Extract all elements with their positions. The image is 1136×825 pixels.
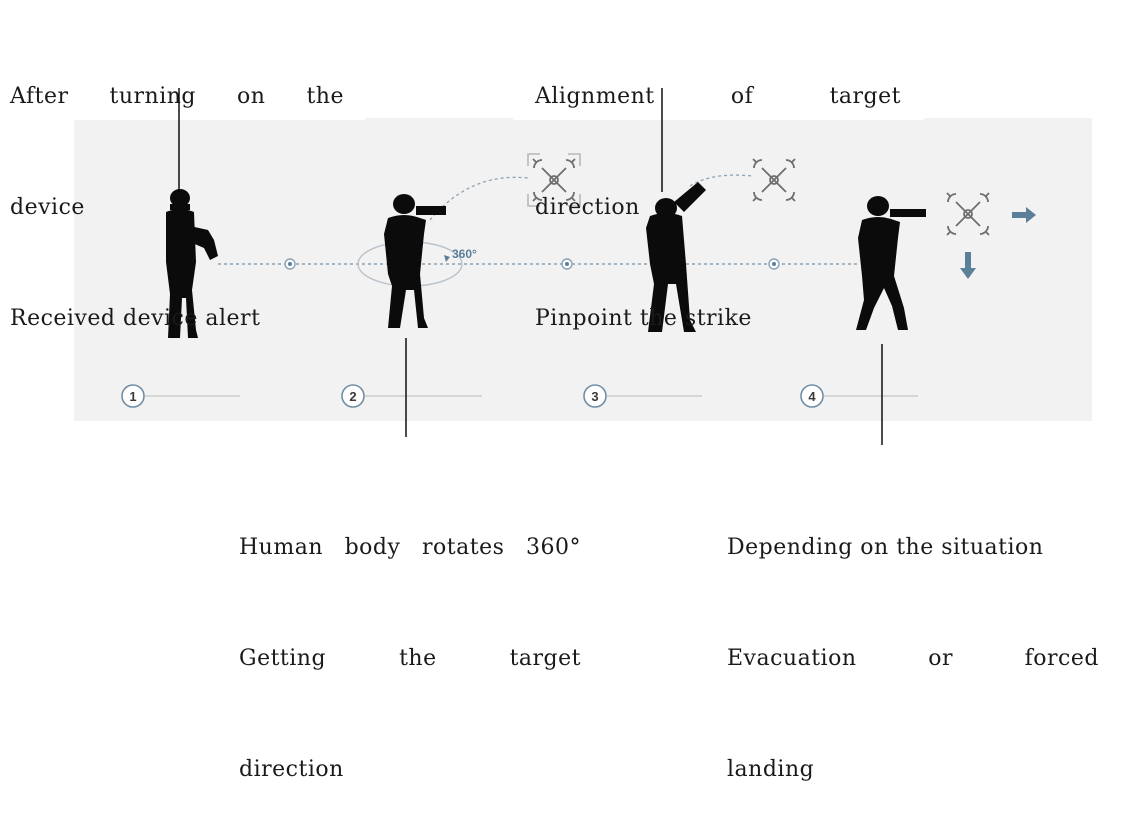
caption-line: device xyxy=(10,195,85,220)
dashed-arc xyxy=(689,174,753,187)
rotation-arrow-icon xyxy=(444,255,450,262)
step-marker: 4 xyxy=(800,384,918,408)
diagram-panel xyxy=(74,120,1092,421)
step-marker: 3 xyxy=(583,384,702,408)
step-marker: 2 xyxy=(341,384,482,408)
panel-tab xyxy=(924,118,1092,124)
path-node xyxy=(284,258,296,270)
step-number: 2 xyxy=(349,389,356,404)
caption-line: Received device alert xyxy=(10,306,261,331)
panel-tab xyxy=(365,118,513,124)
caption-line: direction xyxy=(535,195,640,220)
path-node xyxy=(768,258,780,270)
step-number: 3 xyxy=(591,389,598,404)
path-node xyxy=(561,258,573,270)
step-marker: 1 xyxy=(121,384,240,408)
process-diagram: 360° 1 2 3 4 xyxy=(121,88,1036,445)
drone-icon xyxy=(946,192,990,236)
rotation-label: 360° xyxy=(452,247,477,261)
arrow-right-icon xyxy=(1012,207,1036,223)
caption-line: Depending on the situation xyxy=(727,535,1044,560)
step-number: 1 xyxy=(129,389,136,404)
target-bracket xyxy=(527,153,581,207)
caption-line: direction xyxy=(239,757,344,782)
arrow-down-icon xyxy=(960,252,976,279)
step-number: 4 xyxy=(808,389,816,404)
caption-line: Pinpoint the strike xyxy=(535,306,752,331)
caption-line: landing xyxy=(727,757,815,782)
soldier-silhouette-icon xyxy=(384,194,446,328)
